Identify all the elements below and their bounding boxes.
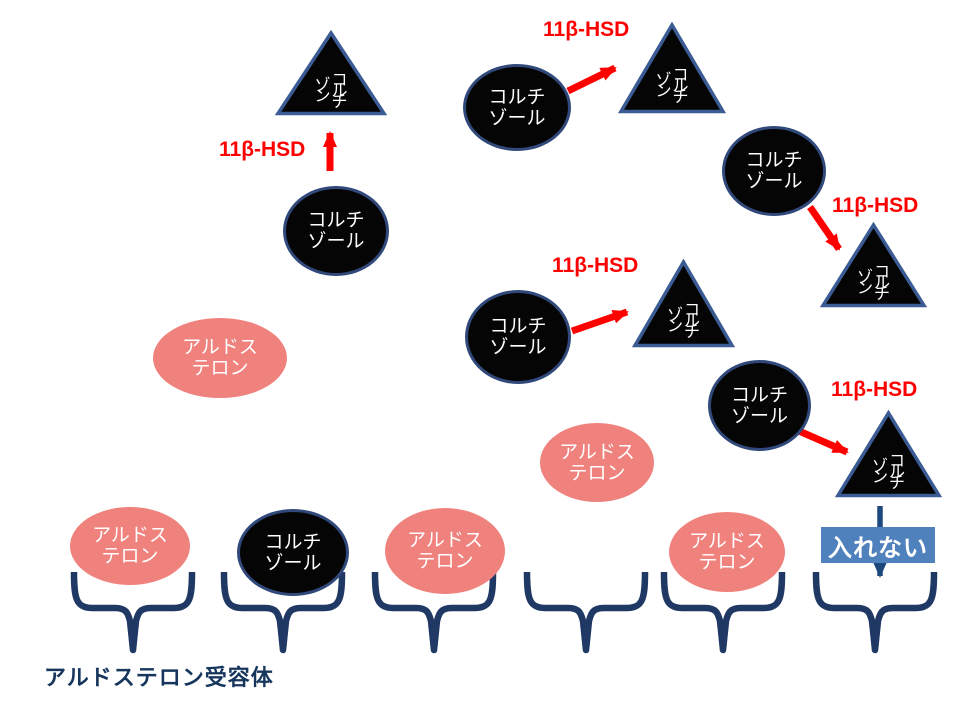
enzyme-arrow-downright (807, 205, 842, 251)
cortisone-label: コルチ ゾン (856, 263, 891, 303)
cortisone-triangle: コルチ ゾン (275, 30, 387, 116)
triangle-shape (632, 259, 735, 348)
receptor-brace (70, 571, 196, 654)
triangle-shape (275, 30, 387, 116)
receptor-brace (660, 571, 786, 654)
cortisone-label: コルチ ゾン (666, 302, 701, 342)
enzyme-label: 11β-HSD (543, 18, 630, 41)
cortisone-label: コルチ ゾン (314, 71, 348, 111)
cortisone-label-right: コルチ (888, 452, 905, 492)
receptor-brace (371, 571, 497, 654)
cortisol-ellipse: コルチ ゾール (708, 360, 811, 451)
triangle-shape (820, 222, 927, 308)
cortisone-triangle: コルチ ゾン (632, 259, 735, 348)
cortisone-label: コルチ ゾン (655, 66, 689, 106)
cortisone-triangle: コルチ ゾン (618, 22, 726, 114)
triangle-shape (618, 22, 726, 114)
cortisone-label-right: コルチ (672, 66, 689, 106)
aldosterone-ellipse: アルドス テロン (70, 507, 190, 585)
enzyme-arrow-right (570, 308, 629, 335)
cortisone-label-left: ゾン (655, 71, 672, 100)
aldosterone-ellipse: アルドス テロン (669, 512, 785, 592)
blocked-label-box: 入れない (821, 527, 935, 563)
cortisol-ellipse: コルチ ゾール (237, 509, 349, 596)
cortisol-ellipse: コルチ ゾール (465, 290, 571, 384)
cortisone-label-right: コルチ (683, 302, 700, 342)
cortisol-ellipse: コルチ ゾール (463, 64, 571, 151)
cortisone-label-left: ゾン (871, 457, 888, 486)
enzyme-arrow-upright (566, 64, 617, 95)
enzyme-label: 11β-HSD (832, 194, 919, 217)
aldosterone-ellipse: アルドス テロン (540, 423, 654, 502)
cortisone-triangle: コルチ ゾン (835, 410, 942, 498)
cortisol-ellipse: コルチ ゾール (722, 126, 826, 216)
cortisone-label: コルチ ゾン (871, 452, 906, 492)
enzyme-label: 11β-HSD (831, 378, 918, 401)
enzyme-label: 11β-HSD (219, 138, 306, 161)
receptor-brace (523, 571, 649, 654)
aldosterone-ellipse: アルドス テロン (385, 508, 505, 594)
cortisone-triangle: コルチ ゾン (820, 222, 927, 308)
aldosterone-ellipse: アルドス テロン (153, 318, 287, 398)
cortisol-ellipse: コルチ ゾール (283, 186, 389, 276)
cortisone-label-left: ゾン (314, 76, 331, 105)
triangle-shape (835, 410, 942, 498)
cortisone-label-right: コルチ (873, 263, 890, 303)
cortisone-label-left: ゾン (666, 307, 683, 336)
receptor-brace (220, 571, 346, 654)
receptor-brace (812, 571, 938, 654)
cortisone-label-left: ゾン (856, 268, 873, 297)
cortisone-label-right: コルチ (331, 71, 348, 111)
enzyme-label: 11β-HSD (552, 254, 639, 277)
receptor-caption: アルドステロン受容体 (44, 665, 274, 690)
enzyme-arrow-downright2 (797, 427, 849, 456)
